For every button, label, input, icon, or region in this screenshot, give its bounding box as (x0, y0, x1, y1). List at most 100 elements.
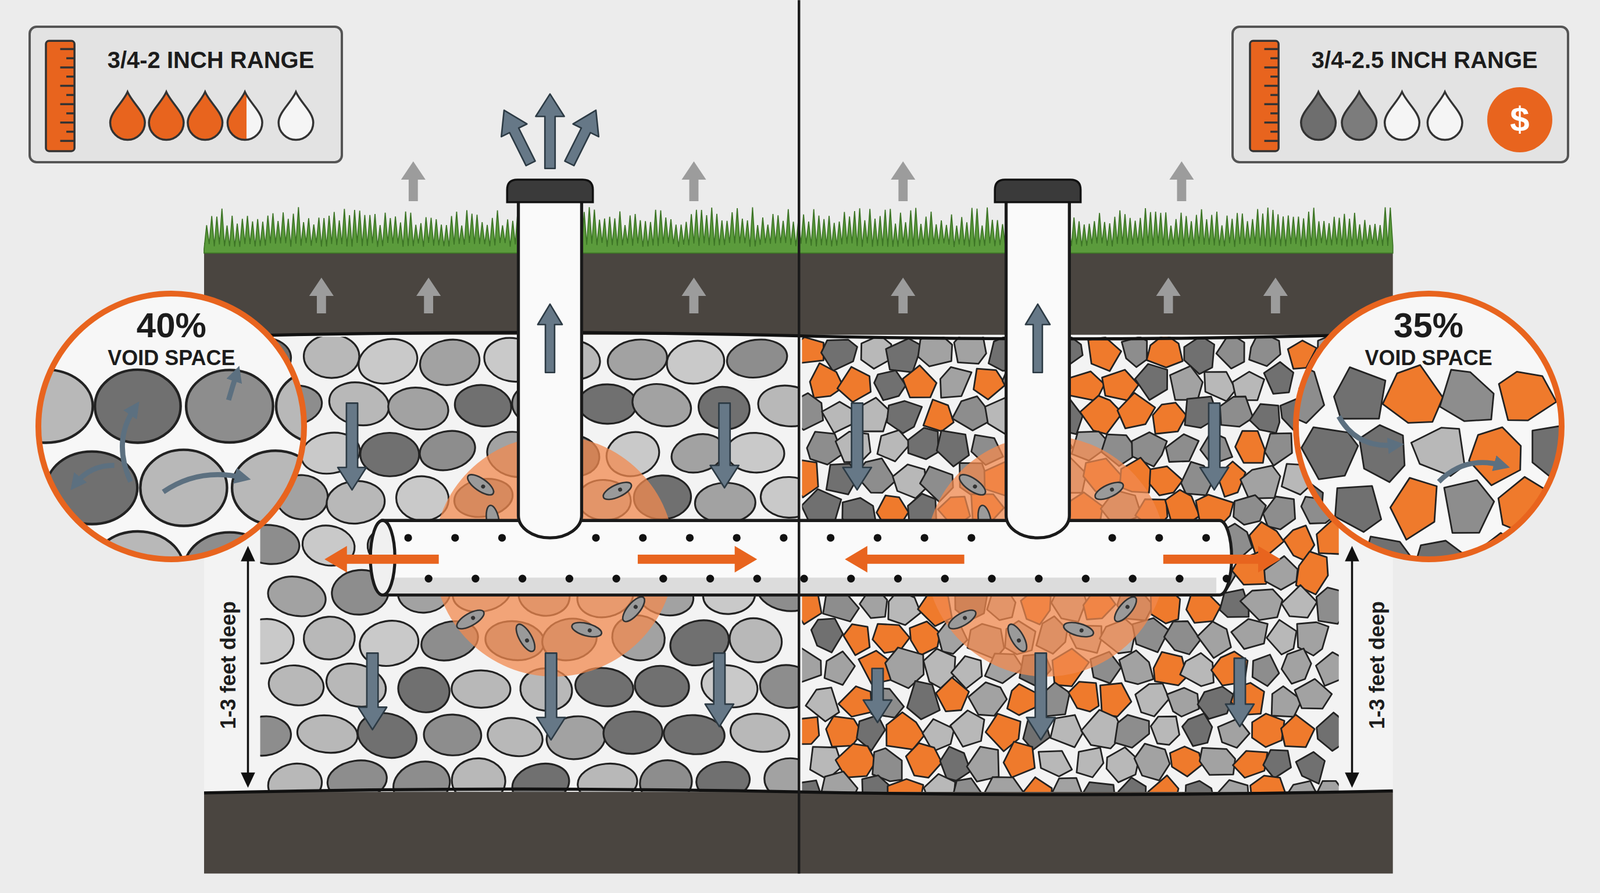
crushed-stone (1382, 365, 1444, 423)
bacterium-body (1062, 619, 1095, 640)
crushed-stone (1119, 650, 1154, 685)
divider-line (797, 0, 800, 874)
crushed-stone (1412, 540, 1466, 591)
gravel-stone (393, 662, 455, 718)
flow-curve (75, 465, 115, 484)
drainage-drop (1341, 91, 1377, 140)
crushed-stone (1050, 715, 1083, 748)
gravel-stone (664, 337, 727, 387)
vent-arrow (537, 304, 563, 373)
crushed-stone (983, 777, 1024, 792)
drainage-drop (187, 91, 223, 140)
seepage-arrow (843, 402, 872, 490)
dimension-arrowhead (1344, 772, 1360, 788)
crushed-stone (1469, 427, 1521, 486)
drainage-drop (278, 91, 314, 140)
perforation (967, 533, 975, 542)
gravel-stone (260, 522, 302, 567)
seepage-arrow (1026, 652, 1056, 740)
gravel-stone (388, 755, 456, 793)
void-caption: VOID SPACE (107, 347, 235, 369)
gravel-stone (633, 663, 691, 709)
seepage-arrow (863, 668, 892, 723)
ruler-tick (66, 56, 75, 60)
ruler-tick (1264, 121, 1280, 124)
ruler-tick (1264, 84, 1280, 88)
crushed-stone (1263, 750, 1292, 779)
crushed-stone (1146, 336, 1183, 368)
gravel-stone (265, 759, 325, 792)
crushed-stone (1134, 363, 1167, 400)
crushed-stone (1169, 366, 1203, 400)
bacterium (601, 479, 635, 503)
crushed-stone (1216, 336, 1245, 369)
size-range-box: 3/4-2.5 INCH RANGE$ (1231, 25, 1570, 164)
bacterium (956, 470, 989, 499)
gravel-stone (140, 450, 227, 527)
crushed-stone (811, 618, 843, 653)
seepage-arrow (337, 402, 367, 490)
ruler-tick (60, 66, 75, 69)
bacterium (1062, 619, 1095, 640)
perforation (753, 575, 762, 583)
crushed-stone (1150, 716, 1180, 745)
gravel-stone (325, 377, 393, 430)
evaporation-arrow (1263, 277, 1288, 314)
perforation (659, 575, 667, 583)
range-box-fill (28, 25, 344, 164)
crushed-stone (1106, 747, 1139, 782)
gravel-stone (451, 669, 511, 709)
gravel-stone (260, 615, 297, 667)
crushed-stone (940, 746, 971, 781)
crushed-stone (1121, 337, 1147, 368)
crushed-stone (802, 647, 822, 683)
evaporation-arrow (401, 161, 426, 201)
gravel-stone (755, 381, 799, 430)
gravel-stone (303, 336, 360, 378)
depth-label: 1-3 feet deep (218, 601, 239, 730)
bacterium-body (1004, 621, 1031, 655)
crushed-stone (902, 365, 937, 398)
crushed-stone (940, 366, 972, 398)
crushed-stone (1166, 687, 1199, 717)
zoom-fill (1294, 293, 1563, 561)
gravel-stone (484, 713, 546, 761)
vent-arrow (1025, 304, 1050, 373)
crushed-stone (1088, 337, 1122, 371)
crushed-stone (887, 779, 924, 792)
perforation (518, 575, 527, 583)
perforated-pipe (382, 520, 1232, 595)
crushed-stone (1302, 536, 1356, 595)
crushed-stone (1249, 404, 1280, 434)
perforation (498, 533, 506, 542)
crushed-stone (1219, 396, 1253, 427)
crushed-stone (1439, 369, 1494, 421)
bacterium (945, 606, 979, 633)
crushed-stone (1163, 620, 1200, 655)
drainage-drop (1427, 91, 1463, 140)
bacterium-body (464, 470, 497, 499)
crushed-stone (1312, 780, 1339, 792)
bacterium (454, 606, 487, 633)
crushed-stone (862, 775, 891, 792)
crushed-stone (837, 366, 871, 403)
gravel-stone (94, 369, 181, 444)
bacterium-core (632, 604, 639, 610)
flow-curve (1338, 416, 1396, 446)
crushed-stone (820, 771, 858, 792)
gravel-stone (0, 369, 94, 444)
bacterium-core (972, 483, 978, 490)
gravel-stone (386, 384, 451, 433)
bacterium-core (1124, 604, 1131, 610)
crushed-stone (1334, 486, 1381, 532)
crushed-stone (1180, 652, 1214, 687)
gravel-stone (725, 613, 787, 668)
perforation (873, 533, 882, 542)
crushed-stone (1284, 780, 1317, 792)
crushed-stone (1275, 477, 1323, 541)
evaporation-arrow (681, 277, 706, 314)
crushed-stone (1263, 362, 1294, 395)
perforation (920, 533, 928, 542)
void-percent: 35% (1393, 308, 1464, 344)
gravel-stone (694, 481, 757, 524)
